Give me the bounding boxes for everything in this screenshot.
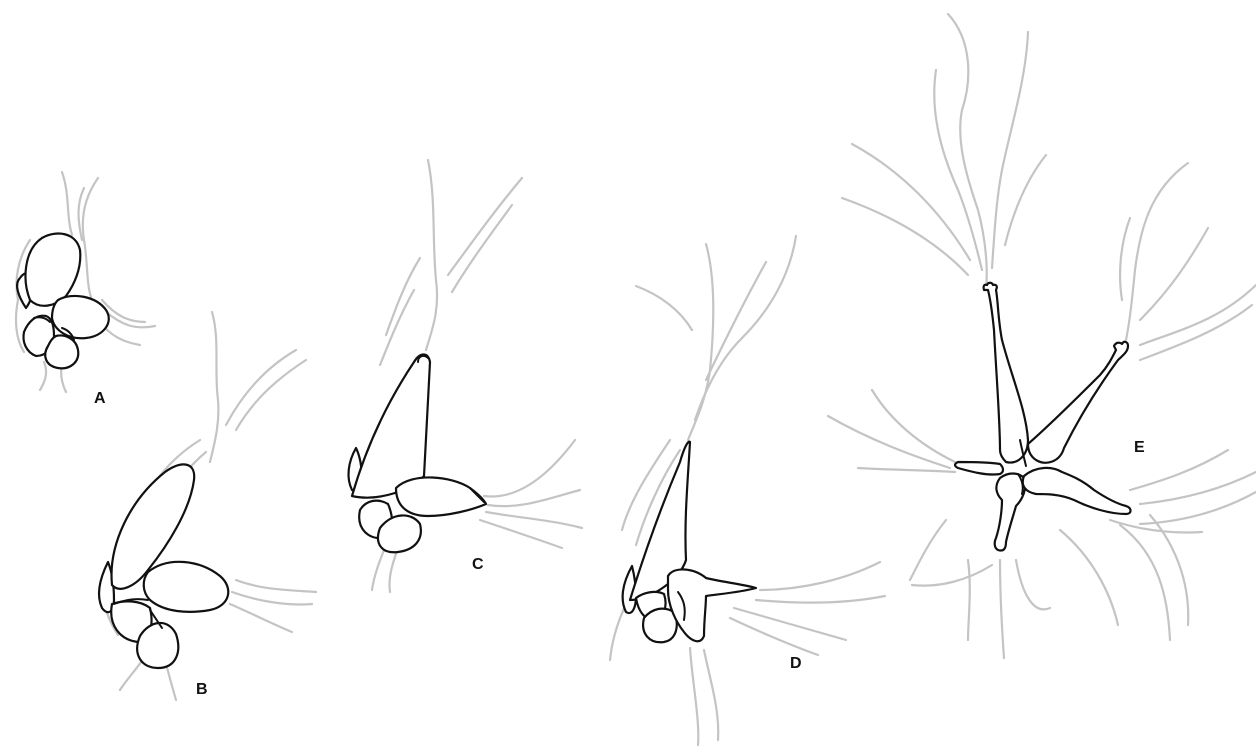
panel-a-label: A	[94, 390, 106, 407]
panel-b-structure	[99, 464, 228, 668]
panel-e-background-lines	[828, 14, 1256, 658]
panel-c: C	[349, 160, 582, 592]
panel-e: E	[828, 14, 1256, 658]
panel-c-label: C	[472, 556, 484, 573]
panel-e-structure	[955, 283, 1131, 551]
panel-a-structure	[17, 234, 109, 369]
panel-b-label: B	[196, 681, 208, 698]
panel-e-label: E	[1134, 439, 1145, 456]
panel-b: B	[99, 312, 316, 700]
panel-d-background-lines	[610, 236, 885, 745]
panel-d: D	[610, 236, 885, 745]
panel-d-label: D	[790, 655, 802, 672]
panel-a: A	[16, 172, 155, 407]
panel-c-structure	[349, 355, 486, 553]
panel-d-structure	[623, 442, 756, 643]
